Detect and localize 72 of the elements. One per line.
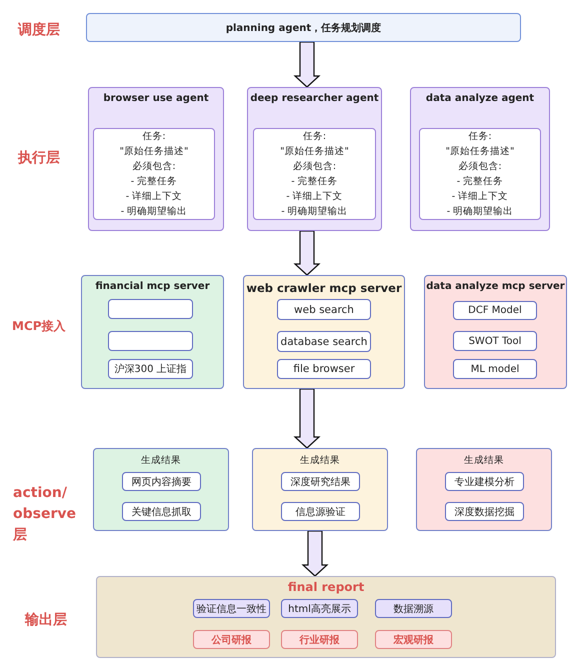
tool-box: web search	[277, 299, 371, 320]
panel-heading: 生成结果	[300, 454, 340, 467]
panel-heading: data analyze mcp server	[426, 281, 565, 292]
tool-box: 关键信息抓取	[122, 502, 201, 521]
feature-box: 数据溯源	[375, 599, 452, 618]
server-panel	[93, 448, 229, 531]
server-panel	[252, 448, 388, 531]
tool-box: 深度研究结果	[281, 472, 360, 491]
report-panel	[96, 576, 556, 658]
feature-box: 验证信息一致性	[193, 599, 270, 618]
block-arrow	[293, 41, 321, 88]
task-line: - 完整任务	[456, 175, 504, 189]
task-line: 必须包含:	[292, 160, 336, 174]
task-line: 任务:	[302, 130, 326, 144]
feature-box: html高亮展示	[281, 599, 358, 618]
tool-box: database search	[277, 331, 371, 352]
planning-box: planning agent，任务规划调度	[86, 13, 521, 42]
task-line: 任务:	[468, 130, 492, 144]
panel-heading: web crawler mcp server	[246, 281, 402, 295]
task-line: - 详细上下文	[286, 190, 343, 204]
panel-heading: final report	[288, 580, 364, 594]
agent-panel	[410, 87, 550, 231]
task-card	[419, 128, 541, 220]
agent-panel	[247, 87, 382, 231]
tool-box: 专业建模分析	[445, 472, 524, 491]
task-card	[253, 128, 376, 220]
tool-box: 深度数据挖掘	[445, 502, 524, 521]
tool-box: DCF Model	[453, 301, 537, 320]
panel-heading: browser use agent	[103, 93, 209, 104]
tool-box: 沪深300 上证指	[108, 359, 193, 379]
server-panel	[424, 275, 567, 389]
block-arrow	[301, 530, 329, 577]
server-panel	[243, 275, 405, 389]
task-line: - 明确期望输出	[120, 205, 188, 219]
agent-panel	[88, 87, 224, 231]
task-line: "原始任务描述"	[120, 145, 188, 159]
panel-heading: financial mcp server	[95, 281, 210, 292]
task-line: 必须包含:	[458, 160, 502, 174]
report-type-box: 行业研报	[281, 630, 358, 649]
task-line: - 详细上下文	[452, 190, 508, 204]
server-panel	[416, 448, 552, 531]
task-line: 必须包含:	[132, 160, 176, 174]
tool-box: file browser	[277, 359, 371, 379]
task-line: - 明确期望输出	[446, 205, 514, 219]
layer-label: action/ observe层	[13, 484, 77, 545]
panel-heading: 生成结果	[141, 454, 181, 467]
layer-label: 调度层	[18, 20, 60, 40]
block-arrow	[293, 230, 321, 276]
task-card	[93, 128, 215, 220]
task-line: - 详细上下文	[126, 190, 182, 204]
tool-box: ML model	[453, 359, 537, 379]
report-type-box: 公司研报	[193, 630, 270, 649]
panel-heading: 生成结果	[464, 454, 504, 467]
panel-heading: deep researcher agent	[250, 93, 379, 104]
task-line: "原始任务描述"	[446, 145, 514, 159]
panel-heading: data analyze agent	[426, 93, 534, 104]
task-line: 任务:	[142, 130, 166, 144]
tool-box: 信息源验证	[281, 502, 360, 521]
block-arrow	[293, 388, 321, 449]
tool-box: SWOT Tool	[453, 331, 537, 351]
task-line: "原始任务描述"	[280, 145, 349, 159]
task-line: - 完整任务	[291, 175, 338, 189]
task-line: - 明确期望输出	[281, 205, 348, 219]
report-type-box: 宏观研报	[375, 630, 452, 649]
tool-box	[108, 299, 193, 319]
tool-box: 网页内容摘要	[122, 472, 201, 491]
layer-label: MCP接入	[12, 318, 66, 335]
layer-label: 输出层	[25, 611, 67, 630]
server-panel	[81, 275, 224, 389]
task-line: - 完整任务	[130, 175, 178, 189]
layer-label: 执行层	[18, 149, 60, 168]
tool-box	[108, 331, 193, 351]
